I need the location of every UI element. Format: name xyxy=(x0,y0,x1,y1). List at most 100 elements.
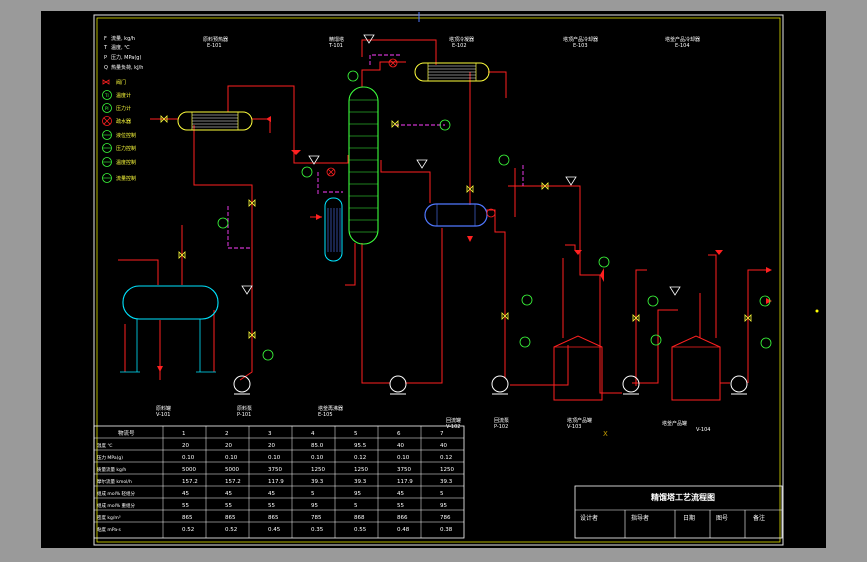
level-control-icon xyxy=(439,119,451,131)
table-cell: 55 xyxy=(225,503,232,509)
reflux-drum xyxy=(424,203,496,227)
table-cell: 157.2 xyxy=(182,479,198,485)
legend-unit-text: 温度, ℃ xyxy=(111,44,130,51)
table-cell: 95 xyxy=(311,503,318,509)
equipment-name: 回流泵 xyxy=(494,417,509,424)
pump-icon xyxy=(389,375,407,395)
table-cell: 1250 xyxy=(440,467,454,473)
condensate-trap-icon xyxy=(388,58,398,68)
legend-symbol-text: 压力计 xyxy=(116,105,131,112)
distillation-column-t101 xyxy=(348,86,379,245)
equipment-name: 回流罐 xyxy=(446,417,461,424)
table-header: 1 xyxy=(182,431,186,437)
triangle-marker-icon xyxy=(669,286,681,296)
stray-mark: X xyxy=(603,430,608,438)
table-cell: 55 xyxy=(397,503,404,509)
condensate-trap-icon xyxy=(102,116,112,126)
legend-unit-symbol: P xyxy=(104,55,107,61)
table-cell: 785 xyxy=(311,515,322,521)
legend-symbol-text: 阀门 xyxy=(116,79,126,86)
gate-valve-icon xyxy=(632,314,640,322)
table-row-label: 组成 mol% 重组分 xyxy=(97,502,136,509)
equipment-tag: V-102 xyxy=(446,424,460,430)
heat-exchanger-e102 xyxy=(414,62,490,82)
triangle-marker-icon xyxy=(241,285,253,295)
table-cell: 5000 xyxy=(225,467,239,473)
table-row-label: 压力 MPa(g) xyxy=(97,454,123,461)
equipment-name: 塔顶冷凝器 xyxy=(449,36,474,43)
table-cell: 85.0 xyxy=(311,443,324,449)
title-block-label: 日期 xyxy=(683,514,695,522)
table-cell: 0.12 xyxy=(354,455,366,461)
legend-symbol-text: 温度计 xyxy=(116,92,131,99)
table-cell: 45 xyxy=(182,491,189,497)
table-cell: 95 xyxy=(440,503,447,509)
title-block: 精馏塔工艺流程图 设计者 指导者 日期 图号 备注 xyxy=(574,485,783,539)
arrow-icon xyxy=(766,298,772,304)
gate-valve-icon xyxy=(248,199,256,207)
equipment-tag: E-104 xyxy=(675,43,690,49)
table-cell: 0.10 xyxy=(397,455,410,461)
pressure-gauge-icon: PI xyxy=(102,103,112,113)
feed-tank xyxy=(120,285,219,373)
table-row-label: 温度 ℃ xyxy=(97,442,112,449)
heat-exchanger-e101 xyxy=(177,111,253,131)
temperature-control-icon xyxy=(102,157,112,167)
equipment-tag: V-104 xyxy=(696,427,710,433)
table-header: 物流号 xyxy=(118,429,135,437)
table-cell: 865 xyxy=(225,515,236,521)
pump-icon xyxy=(233,375,251,395)
arrow-icon xyxy=(157,366,163,372)
trap-markers xyxy=(326,58,398,177)
arrow-icon xyxy=(316,214,322,220)
table-cell: 0.45 xyxy=(268,527,281,533)
table-cell: 786 xyxy=(440,515,451,521)
equipment-name: 原料泵 xyxy=(237,405,252,412)
table-cell: 117.9 xyxy=(268,479,284,485)
legend-unit-symbol: Q xyxy=(104,65,108,71)
equipment-tag: P-101 xyxy=(237,412,251,418)
table-cell: 5 xyxy=(440,491,444,497)
table-cell: 55 xyxy=(268,503,275,509)
pressure-control-icon xyxy=(102,143,112,153)
table-cell: 55 xyxy=(182,503,189,509)
table-cell: 0.12 xyxy=(440,455,452,461)
table-cell: 20 xyxy=(268,443,275,449)
pressure-gauge-icon xyxy=(650,334,662,346)
table-cell: 95.5 xyxy=(354,443,367,449)
arrow-icon xyxy=(266,116,271,122)
table-cell: 0.48 xyxy=(397,527,410,533)
bottom-product-tank xyxy=(671,335,721,401)
arrow-icon xyxy=(715,250,723,255)
equipment-tag: P-102 xyxy=(494,424,508,430)
gate-valve-icon xyxy=(466,185,474,193)
table-cell: 0.10 xyxy=(268,455,281,461)
level-control-icon xyxy=(301,166,313,178)
legend-symbol-text: 温度控制 xyxy=(116,159,136,166)
gate-valve-icon xyxy=(102,79,110,85)
thermometer-icon xyxy=(521,294,533,306)
table-cell: 0.52 xyxy=(182,527,194,533)
legend-unit-text: 热量负荷, kJ/h xyxy=(111,64,143,71)
pressure-gauge-icon xyxy=(519,336,531,348)
table-cell: 20 xyxy=(225,443,232,449)
drawing-border xyxy=(96,17,781,543)
table-header: 7 xyxy=(440,431,444,437)
equipment-name: 精馏塔 xyxy=(329,36,344,43)
equipment-tag: V-101 xyxy=(156,412,170,418)
legend-unit-symbol: F xyxy=(104,36,107,42)
legend-symbol-text: 疏水器 xyxy=(116,118,131,125)
table-row-label: 摩尔流量 kmol/h xyxy=(97,478,132,485)
thermometer-icon xyxy=(647,295,659,307)
title-block-label: 指导者 xyxy=(631,514,649,522)
table-cell: 0.55 xyxy=(354,527,367,533)
table-cell: 0.35 xyxy=(311,527,324,533)
legend-units: F 流量, kg/h T 温度, ℃ P 压力, MPa(g) Q 热量负荷, … xyxy=(103,35,143,71)
table-row-label: 质量流量 kg/h xyxy=(97,466,126,473)
title-block-label: 图号 xyxy=(716,515,728,522)
pump-icon xyxy=(491,375,509,395)
table-cell: 5 xyxy=(311,491,315,497)
table-cell: 0.52 xyxy=(225,527,237,533)
